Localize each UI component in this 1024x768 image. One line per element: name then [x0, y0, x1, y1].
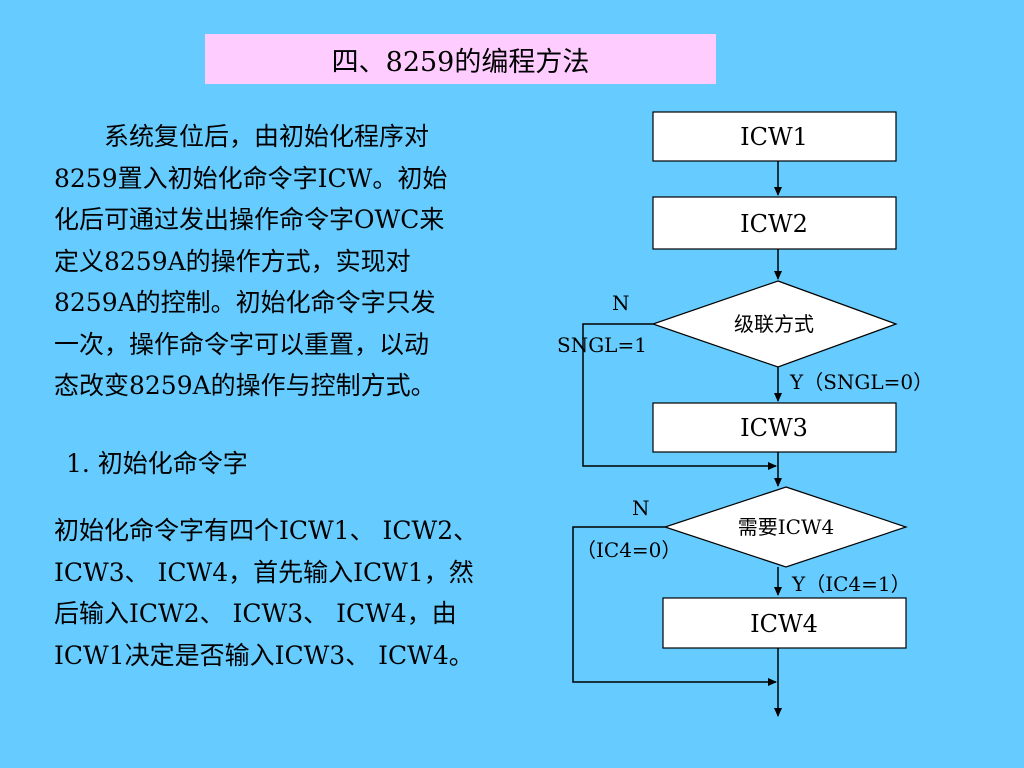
intro-line: 化后可通过发出操作命令字OWC来 [54, 205, 445, 234]
icw1-label: ICW1 [740, 123, 808, 151]
icw3-box [652, 402, 897, 453]
decision1-yes-label: Y（SNGL=0） [789, 370, 933, 394]
icw2-box [652, 196, 897, 250]
slide-title: 四、8259的编程方法 [331, 46, 590, 78]
decision-needicw4-diamond [663, 486, 908, 568]
decision2-no-label: N [632, 496, 650, 520]
decision-cascade-label: 级联方式 [734, 312, 814, 336]
intro-line: 定义8259A的操作方式，实现对 [54, 246, 411, 276]
icw-paragraph: 初始化命令字有四个ICW1、 ICW2、 ICW3、 ICW4，首先输入ICW1… [54, 510, 478, 676]
decision1-no-label: N [612, 291, 630, 315]
intro-line: 8259A的控制。初始化命令字只发 [54, 288, 436, 317]
arrow-decision1-no [582, 323, 777, 470]
decision2-no-condition: （IC4=0） [576, 538, 681, 562]
intro-line: 8259置入初始化命令字ICW。初始 [54, 163, 448, 193]
icw2-label: ICW2 [740, 210, 808, 238]
icw4-label: ICW4 [750, 610, 818, 638]
decision2-yes-label: Y（IC4=1） [791, 572, 911, 596]
slide-title-box: 四、8259的编程方法 [205, 34, 716, 84]
icw3-label: ICW3 [740, 414, 808, 442]
intro-line: 系统复位后，由初始化程序对 [54, 122, 430, 151]
intro-line: 态改变8259A的操作与控制方式。 [54, 371, 436, 400]
icw-line: 后输入ICW2、 ICW3、 ICW4，由 [54, 599, 457, 628]
icw-line: ICW1决定是否输入ICW3、 ICW4。 [54, 640, 474, 670]
arrow-decision2-no [572, 526, 777, 686]
decision1-no-condition: SNGL=1 [557, 333, 647, 357]
intro-paragraph: 系统复位后，由初始化程序对 8259置入初始化命令字ICW。初始 化后可通过发出… [54, 116, 447, 407]
icw4-box [662, 597, 907, 649]
icw-line: 初始化命令字有四个ICW1、 ICW2、 [54, 516, 479, 545]
section-heading: 1. 初始化命令字 [66, 449, 248, 478]
icw-line: ICW3、 ICW4，首先输入ICW1，然 [54, 557, 474, 587]
icw1-box [652, 111, 897, 162]
intro-line: 一次，操作命令字可以重置，以动 [54, 329, 430, 359]
decision-needicw4-label: 需要ICW4 [738, 515, 834, 539]
